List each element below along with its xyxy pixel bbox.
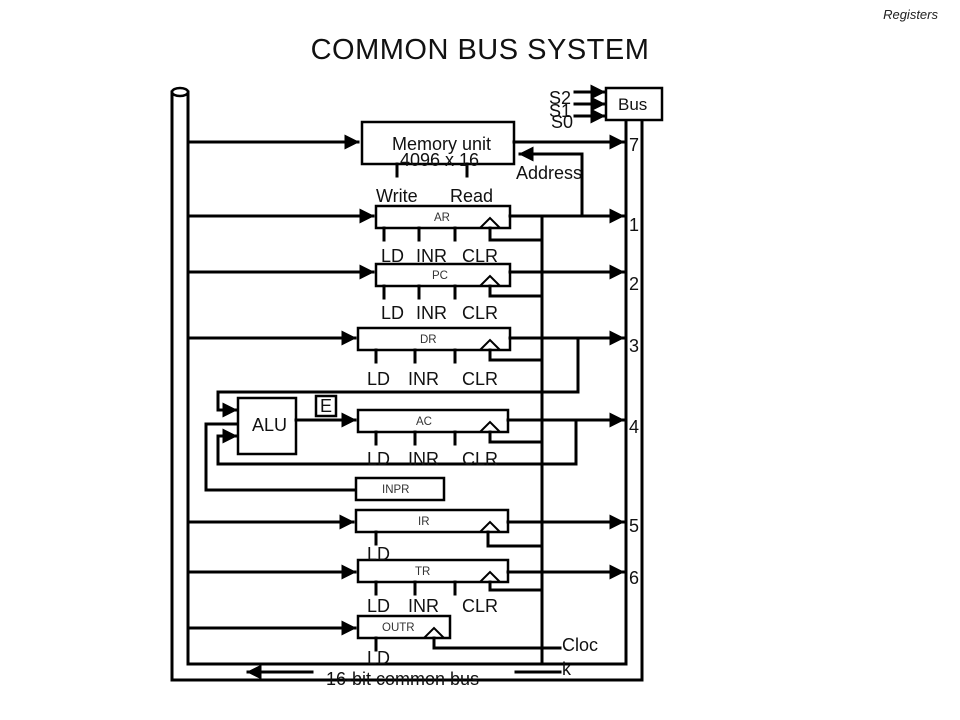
read-label: Read [450, 186, 493, 206]
register-pc [186, 262, 625, 300]
ar-clr-label: CLR [462, 246, 498, 266]
tr-inr-label: INR [408, 596, 439, 616]
pc-inr-label: INR [416, 303, 447, 323]
register-outr [186, 614, 544, 652]
diagram-title: COMMON BUS SYSTEM [310, 34, 650, 66]
register-tr [186, 558, 625, 596]
common-bus-label: 16-bit common bus [326, 669, 479, 689]
ir-ld-label: LD [367, 544, 390, 564]
memory-name-label: Memory unit [392, 134, 491, 154]
bus-number-1: 1 [629, 215, 639, 235]
register-ar [186, 204, 625, 242]
bus-number-5: 5 [629, 516, 639, 536]
bus-number-6: 6 [629, 568, 639, 588]
inpr-label: INPR [382, 484, 409, 496]
bus-number-7: 7 [629, 135, 639, 155]
memory-size-label: 4096 x 16 [400, 150, 479, 170]
select-s2-label: S2 [549, 88, 571, 108]
dr-clr-label: CLR [462, 369, 498, 389]
select-s1-label: S1 [549, 101, 571, 121]
ar-label: AR [434, 212, 450, 224]
e-label: E [320, 396, 332, 416]
ac-clr-label: CLR [462, 449, 498, 469]
bus-selector-label: Bus [618, 95, 647, 114]
pc-clr-label: CLR [462, 303, 498, 323]
bus-selector [573, 84, 664, 124]
register-ir [186, 508, 625, 548]
ir-label: IR [418, 516, 430, 528]
ar-ld-label: LD [381, 246, 404, 266]
address-label: Address [516, 163, 582, 183]
outr-ld-label: LD [367, 648, 390, 668]
memory-unit [186, 120, 625, 217]
pc-label: PC [432, 270, 448, 282]
clock-label-line2: k [562, 659, 572, 679]
select-s0-label: S0 [551, 112, 573, 132]
alu-unit [204, 394, 578, 492]
common-bus [170, 86, 644, 682]
dr-ld-label: LD [367, 369, 390, 389]
tr-clr-label: CLR [462, 596, 498, 616]
bus-number-4: 4 [629, 417, 639, 437]
clock-line [540, 214, 562, 666]
bus-number-2: 2 [629, 274, 639, 294]
ar-inr-label: INR [416, 246, 447, 266]
clock-label-line1: Cloc [562, 635, 598, 655]
outr-label: OUTR [382, 622, 415, 634]
ac-inr-label: INR [408, 449, 439, 469]
section-tag: Registers [883, 7, 938, 22]
ac-ld-label: LD [367, 449, 390, 469]
bus-selector-box [604, 86, 664, 122]
bus-number-3: 3 [629, 336, 639, 356]
register-inpr [354, 476, 446, 502]
dr-label: DR [420, 334, 437, 346]
e-flipflop [314, 394, 338, 418]
ac-label: AC [416, 416, 432, 428]
register-dr [186, 326, 625, 418]
alu-label: ALU [252, 415, 287, 435]
tr-label: TR [415, 566, 430, 578]
pc-ld-label: LD [381, 303, 404, 323]
register-ac [356, 408, 625, 446]
tr-ld-label: LD [367, 596, 390, 616]
dr-inr-label: INR [408, 369, 439, 389]
write-label: Write [376, 186, 418, 206]
